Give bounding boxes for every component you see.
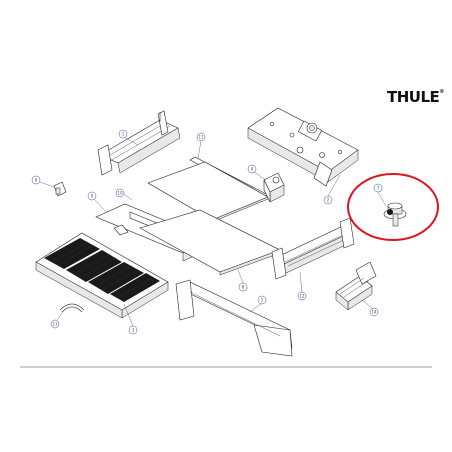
part-top-rail [97, 110, 181, 176]
callout-13: 13 [50, 309, 65, 329]
callout-2: 2 [323, 174, 341, 205]
callout-14: 14 [361, 299, 379, 317]
part-small-clip [53, 181, 67, 197]
callout-7: 7 [373, 183, 387, 207]
callout-6: 6 [31, 175, 55, 188]
svg-text:12: 12 [299, 293, 305, 298]
callout-3: 3 [123, 303, 138, 335]
highlight-circle [347, 173, 439, 241]
svg-text:7: 7 [377, 185, 380, 190]
callout-11: 11 [196, 132, 206, 159]
callout-4: 4 [247, 164, 267, 181]
callout-10: 10 [115, 188, 133, 201]
svg-text:9: 9 [91, 193, 94, 198]
callout-8: 8 [237, 269, 248, 292]
callout-labels: 1 2 3 4 5 6 7 8 9 10 11 12 13 14 [31, 129, 387, 335]
part-motor-unit [335, 261, 377, 311]
svg-text:3: 3 [132, 327, 135, 332]
brand-logo: THULE® [387, 88, 444, 106]
brand-name: THULE [387, 88, 440, 106]
svg-text:8: 8 [242, 284, 245, 289]
svg-text:11: 11 [198, 134, 204, 139]
svg-text:13: 13 [52, 321, 58, 326]
part-step-tread [35, 232, 169, 319]
highlighted-bushing-part [383, 202, 407, 227]
callout-1: 1 [118, 129, 139, 146]
svg-text:1: 1 [122, 131, 125, 136]
brand-registered-mark: ® [439, 89, 444, 95]
svg-text:14: 14 [371, 309, 377, 314]
part-motor-housing [247, 107, 359, 187]
callout-12: 12 [297, 271, 307, 301]
svg-text:6: 6 [35, 177, 38, 182]
svg-text:2: 2 [327, 197, 330, 202]
svg-text:4: 4 [251, 166, 254, 171]
svg-text:5: 5 [261, 297, 264, 302]
callout-9: 9 [87, 191, 107, 213]
part-support-bar [175, 279, 293, 357]
svg-text:10: 10 [117, 190, 123, 195]
part-gear-block [263, 172, 285, 203]
part-side-rail [271, 217, 355, 280]
callout-5: 5 [249, 295, 267, 313]
